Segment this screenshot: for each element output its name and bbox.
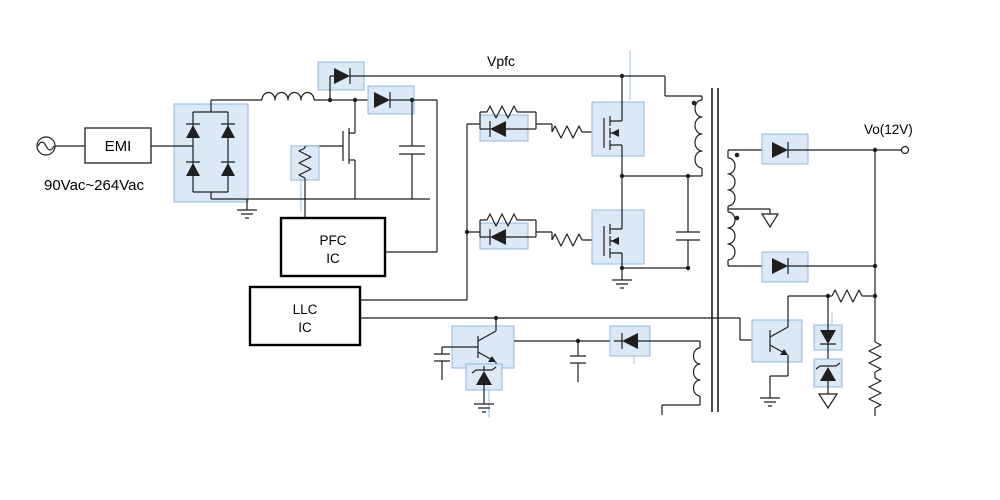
pfc-ic-label-1: PFC [320,233,347,248]
ground-triangle-icon [817,393,839,410]
bridge-highlight [173,103,249,203]
vpfc-label: Vpfc [487,53,515,69]
diode-icon [772,142,788,158]
pfc-gate-resistor [290,145,320,218]
winding-dot-icon [734,152,740,158]
boost-diode-top [317,61,665,100]
transformer-core [711,88,719,412]
aux-transistor [442,318,515,369]
llc-drive-lines [360,123,752,341]
diode-icon [820,330,836,344]
pfc-mosfet [305,100,356,199]
diode-icon [374,92,390,108]
resonant-capacitor [676,176,700,268]
emi-box [84,127,152,164]
primary-winding [664,76,703,176]
optocoupler-highlight [751,319,803,363]
llc-ic-label-1: LLC [293,302,318,317]
winding-dot-icon [734,215,740,221]
llc-ic-label-2: IC [298,320,312,335]
llc-ic-box [248,285,362,347]
boost-diode-2 [367,85,437,115]
bulk-capacitor [399,100,425,199]
mosfet-low-side [591,209,645,268]
zener-icon [476,371,492,385]
input-range-label: 90Vac~264Vac [44,177,144,194]
llc-ic: LLC IC [248,285,362,347]
junction-dots [327,73,878,344]
diode-icon [622,333,638,349]
diode-icon [490,229,506,245]
half-bridge-node [612,145,702,289]
mosfet-high-highlight [591,101,645,157]
aux-winding [661,341,701,415]
bridge-diode-icon [186,125,235,176]
diode-icon [490,121,506,137]
output-diode-1 [761,133,901,165]
ac-source [36,136,85,156]
winding-dot-icon [691,100,697,106]
mosfet-high-side [591,76,645,157]
optocoupler [751,296,803,407]
output-diode-1-highlight [761,133,809,165]
zener-icon [820,367,836,381]
ground-triangle-icon [760,213,780,229]
pfc-ic: PFC IC [279,216,387,278]
mosfet-low-highlight [591,209,645,265]
diode-icon [334,68,350,84]
mosfet-arrow-icon [611,237,619,245]
output-terminal-icon [900,145,910,155]
transformer [664,76,780,412]
pfc-sense-line [385,100,438,253]
pfc-gate-resistor-highlight [290,145,320,181]
pfc-ic-box [279,216,387,278]
transistor-arrow-icon [780,349,788,355]
ground-bridge-icon [237,199,257,219]
shunt-zener [813,358,843,410]
gate-network-upper [479,105,604,142]
boost-inductor [261,91,374,101]
mosfet-arrow-icon [611,129,619,137]
aux-zener [465,363,503,413]
diode-icon [772,258,788,274]
output-voltage-label: Vo(12V) [864,122,913,137]
aux-diode [609,325,700,357]
transistor-arrow-icon [488,356,496,362]
opto-led [813,296,843,366]
emi-label: EMI [105,138,132,155]
output-node [874,145,910,342]
emi-filter: EMI [84,127,152,164]
pfc-ic-label-2: IC [326,251,340,266]
secondary-windings [727,149,772,267]
output-diode-2 [761,251,875,283]
feedback-divider [868,341,882,416]
bridge-rectifier [151,99,262,203]
gate-network-lower [479,213,604,250]
gate-diode-lower-highlight [479,222,529,250]
feedback-resistor [788,289,875,303]
aux-base-capacitor [434,347,450,380]
aux-capacitor-2 [570,341,586,382]
